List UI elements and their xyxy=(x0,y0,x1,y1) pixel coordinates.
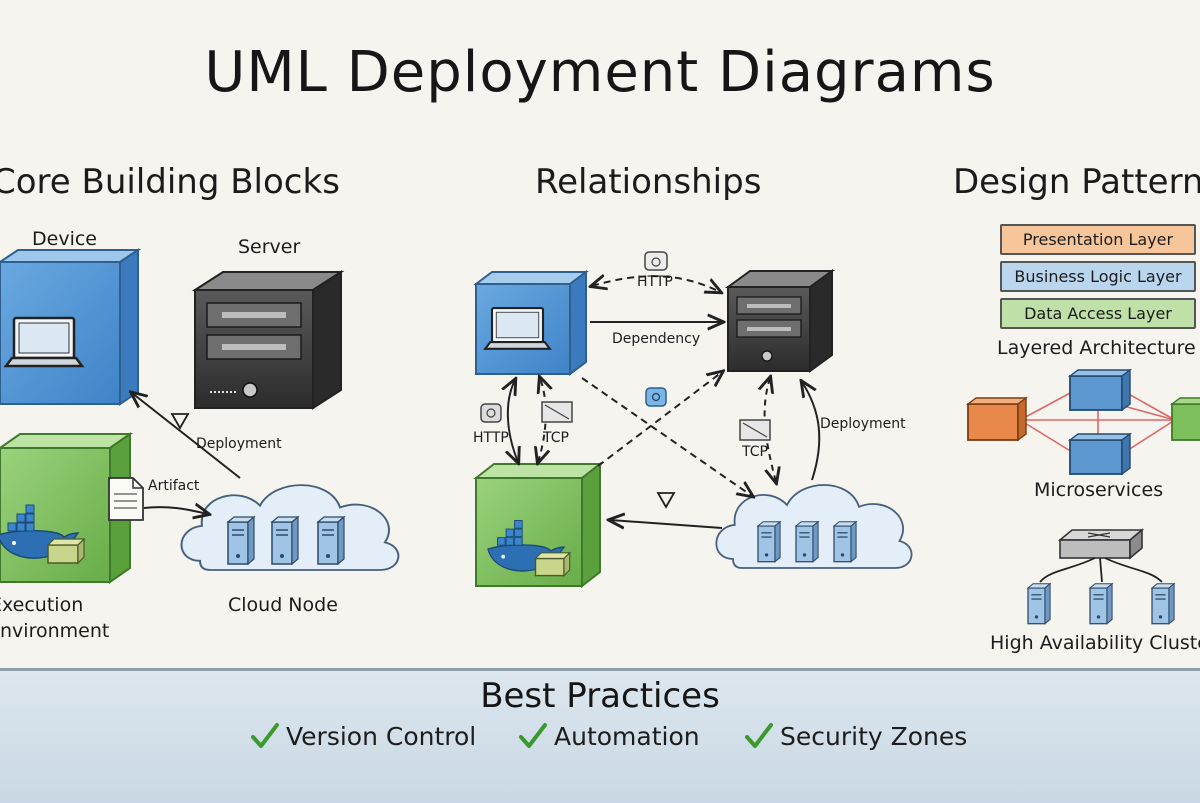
data-access-layer-box: Data Access Layer xyxy=(1000,298,1196,329)
http-dashed-arrow xyxy=(592,276,720,292)
design-patterns-heading: Design Patterns xyxy=(953,162,1200,202)
layered-architecture-label: Layered Architecture xyxy=(997,337,1196,359)
device-label: Device xyxy=(32,228,97,250)
rel-server-node xyxy=(724,269,836,373)
best-practice-item: Version Control xyxy=(250,716,476,756)
exec-to-server-dashed xyxy=(597,372,722,467)
deployment-right-arrow xyxy=(802,382,821,481)
best-practice-label: Automation xyxy=(554,721,700,751)
deployment-label: Deployment xyxy=(196,436,282,452)
rel-tcp-left-label: TCP xyxy=(543,430,569,446)
tcp-right-icon xyxy=(739,419,771,441)
artifact-arrow xyxy=(143,507,208,514)
server-node xyxy=(191,270,345,410)
deployment-triangle-icon xyxy=(170,413,190,430)
checkmark-icon xyxy=(745,723,773,748)
ha-cluster-diagram xyxy=(1027,528,1175,625)
best-practices-title: Best Practices xyxy=(480,676,720,716)
rel-dependency-label: Dependency xyxy=(612,331,701,347)
rel-deployment-label: Deployment xyxy=(820,416,906,432)
rel-http-top-label: HTTP xyxy=(637,274,673,290)
best-practice-label: Security Zones xyxy=(780,721,968,751)
cloud-node-label: Cloud Node xyxy=(228,594,338,616)
best-practices-panel xyxy=(0,668,1200,803)
building-blocks-heading: Core Building Blocks xyxy=(0,162,340,202)
business-logic-layer-box: Business Logic Layer xyxy=(1000,261,1196,292)
rel-tcp-right-label: TCP xyxy=(742,444,768,460)
server-label: Server xyxy=(238,236,301,258)
rel-cloud-node xyxy=(715,484,913,569)
tcp-left-icon xyxy=(541,401,573,423)
http-top-icon xyxy=(644,251,668,271)
artifact-label: Artifact xyxy=(148,478,200,494)
ha-cluster-label: High Availability Cluster xyxy=(990,632,1200,654)
microservices-label: Microservices xyxy=(1034,479,1164,501)
presentation-layer-box: Presentation Layer xyxy=(1000,224,1196,255)
device-node xyxy=(0,248,142,406)
relationships-heading: Relationships xyxy=(535,162,762,202)
device-to-cloud-dashed xyxy=(581,377,752,496)
microservices-mesh xyxy=(965,368,1200,476)
artifact-icon xyxy=(108,477,144,521)
page-title: UML Deployment Diagrams xyxy=(204,40,996,105)
rel-http-left-label: HTTP xyxy=(473,430,509,446)
rel-device-node xyxy=(473,270,589,376)
execution-env-label-line2: Environment xyxy=(0,620,110,642)
http-vertical-arrow xyxy=(508,380,518,462)
cloud-to-exec-arrow xyxy=(610,520,723,528)
execution-env-label-line1: Execution xyxy=(0,594,84,616)
rel-execution-node xyxy=(473,461,603,589)
http-left-icon xyxy=(480,403,502,423)
checkmark-icon xyxy=(519,723,547,748)
message-icon xyxy=(645,387,667,407)
cloud-node xyxy=(180,484,400,571)
best-practice-item: Automation xyxy=(518,716,700,756)
rel-triangle-icon xyxy=(656,492,676,509)
checkmark-icon xyxy=(251,723,279,748)
deployment-arrow xyxy=(132,393,241,479)
best-practice-label: Version Control xyxy=(286,721,477,751)
best-practice-item: Security Zones xyxy=(744,716,967,756)
